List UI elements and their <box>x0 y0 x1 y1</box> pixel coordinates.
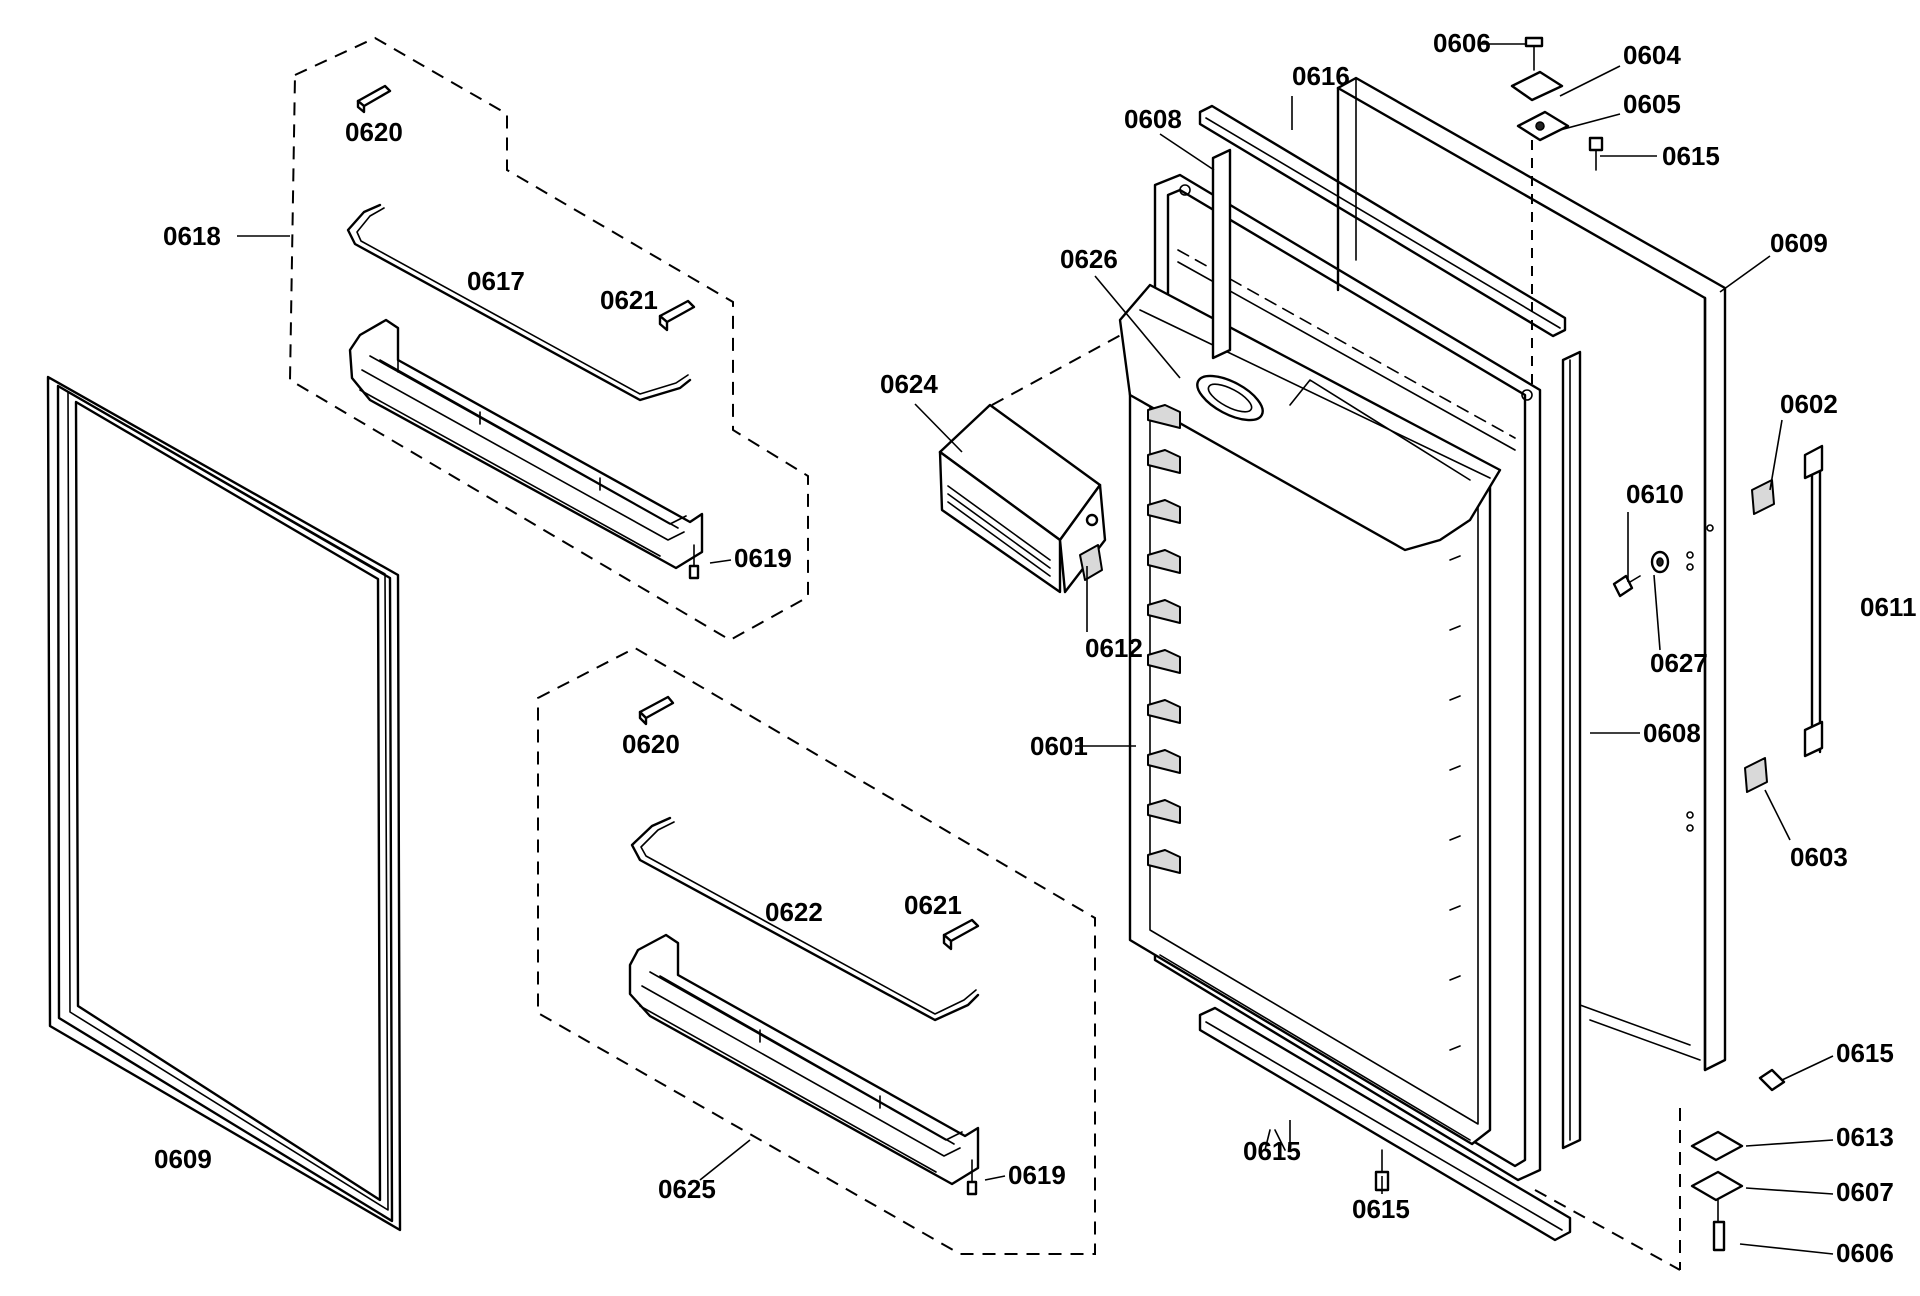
part-label-l-0621b: 0621 <box>904 890 962 920</box>
leader-line-l-0603 <box>1764 789 1791 841</box>
part-label-l-0603: 0603 <box>1790 842 1848 872</box>
leader-line-l-0613 <box>1745 1139 1834 1147</box>
part-label-l-0627: 0627 <box>1650 648 1708 678</box>
part-label-l-0616: 0616 <box>1292 61 1350 91</box>
part-label-l-0626: 0626 <box>1060 244 1118 274</box>
leader-line-l-0626 <box>1094 275 1181 379</box>
top-strip-0616 <box>1198 104 1567 338</box>
leader-line-l-0607 <box>1745 1187 1834 1195</box>
part-label-l-0617: 0617 <box>467 266 525 296</box>
part-label-l-0609a: 0609 <box>1770 228 1828 258</box>
part-label-l-0611: 0611 <box>1860 592 1916 622</box>
leader-line-l-0602 <box>1769 419 1783 491</box>
part-label-l-0604: 0604 <box>1623 40 1681 70</box>
part-label-l-0605: 0605 <box>1623 89 1681 119</box>
dairy-cover-0624 <box>938 329 1131 594</box>
part-label-l-0615d: 0615 <box>1352 1194 1410 1224</box>
part-label-l-0620b: 0620 <box>622 729 680 759</box>
part-label-l-0602: 0602 <box>1780 389 1838 419</box>
part-label-l-0619a: 0619 <box>734 543 792 573</box>
part-labels: 0606 0604 0605 0615 0616 0608 0609 0626 0624 0602… <box>154 28 1916 1268</box>
part-label-l-0621a: 0621 <box>600 285 658 315</box>
part-label-l-0618: 0618 <box>163 221 221 251</box>
upper-shelf-group-0618 <box>288 36 809 642</box>
part-label-l-0601: 0601 <box>1030 731 1088 761</box>
lower-shelf-group <box>537 646 1096 1255</box>
part-label-l-0624: 0624 <box>880 369 938 399</box>
part-label-l-0615b: 0615 <box>1836 1038 1894 1068</box>
leader-line-l-0615b <box>1781 1055 1834 1081</box>
leader-line-l-0625 <box>699 1139 751 1181</box>
part-label-l-0608a: 0608 <box>1124 104 1182 134</box>
part-label-l-0607: 0607 <box>1836 1177 1894 1207</box>
leader-line-l-0627 <box>1653 574 1661 651</box>
leader-line-l-0608a <box>1159 133 1215 171</box>
door-liner-0601 <box>1118 173 1542 1182</box>
leader-line-l-0604 <box>1559 65 1621 97</box>
leader-line-l-0609a <box>1719 255 1771 293</box>
part-label-l-0615a: 0615 <box>1662 141 1720 171</box>
leader-line-l-0619b <box>984 1175 1006 1181</box>
leader-line-l-0605 <box>1559 113 1621 131</box>
part-label-l-0610: 0610 <box>1626 479 1684 509</box>
top-hinge-hardware <box>1510 36 1604 385</box>
door-gasket-0609 <box>46 375 402 1232</box>
part-label-l-0606a: 0606 <box>1433 28 1491 58</box>
leader-line-l-0619a <box>709 559 732 564</box>
part-label-l-0622: 0622 <box>765 897 823 927</box>
bottom-strip-0615 <box>1198 1006 1572 1242</box>
part-label-l-0615c: 0615 <box>1243 1136 1301 1166</box>
part-label-l-0619b: 0619 <box>1008 1160 1066 1190</box>
trim-strips-0608 <box>1211 148 1582 1150</box>
part-label-l-0613: 0613 <box>1836 1122 1894 1152</box>
part-label-l-0612: 0612 <box>1085 633 1143 663</box>
part-label-l-0606b: 0606 <box>1836 1238 1894 1268</box>
part-label-l-0620a: 0620 <box>345 117 403 147</box>
handle-0611 <box>1744 444 1824 793</box>
part-label-l-0608b: 0608 <box>1643 718 1701 748</box>
leader-lines <box>237 43 1834 1255</box>
middle-fasteners <box>1612 550 1670 598</box>
leader-line-l-0606b <box>1739 1243 1834 1255</box>
part-label-l-0609b: 0609 <box>154 1144 212 1174</box>
part-label-l-0625: 0625 <box>658 1174 716 1204</box>
shelf-supports <box>1147 404 1181 874</box>
leader-line-l-0624 <box>914 403 963 453</box>
bottom-hinge-hardware <box>1534 1068 1786 1271</box>
outer-door-panel <box>1336 76 1727 1072</box>
